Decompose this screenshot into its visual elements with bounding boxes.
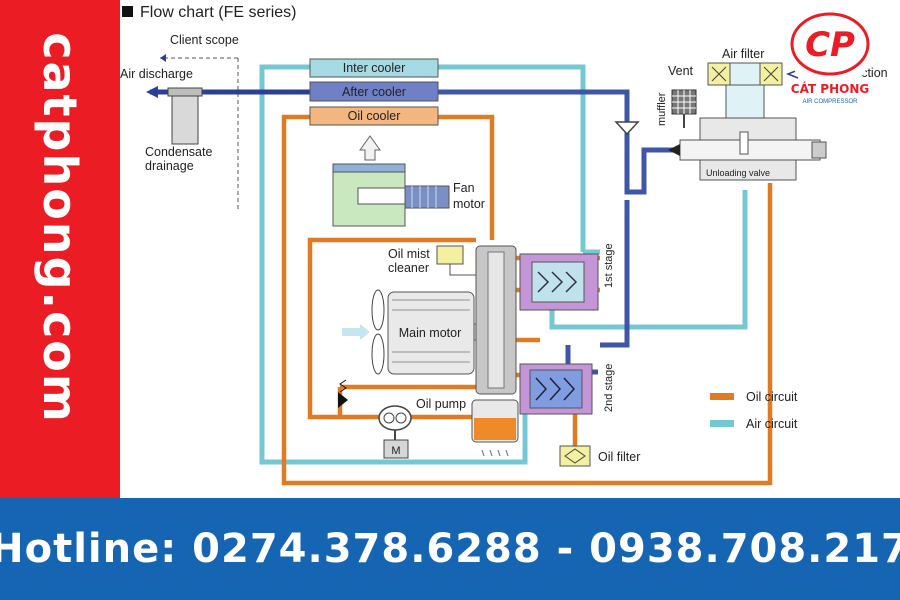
cooling-air-arrow-icon <box>360 324 370 340</box>
oil-pump-gear-left <box>383 412 395 424</box>
drainage-label: drainage <box>145 159 194 173</box>
flow-chart-diagram: Flow chart (FE series) Client scope <box>120 4 888 486</box>
oil-mist-cleaner-pipe <box>449 264 476 276</box>
oil-pump-motor <box>383 439 409 459</box>
air-filter-body <box>725 84 765 119</box>
logo-initials: CP <box>805 25 855 65</box>
svg-text:2nd stage: 2nd stage <box>603 364 615 412</box>
client-scope-arrow-icon <box>160 54 166 62</box>
stage2-rotor-icon <box>535 377 576 401</box>
condensate-drainage-cap <box>167 87 203 97</box>
muffler-label: muffler <box>656 92 668 126</box>
diagram-title: Flow chart (FE series) <box>140 4 296 21</box>
fan-motor-body <box>404 185 450 209</box>
suction-arrow-icon <box>785 69 799 79</box>
oil-cooler-box <box>309 106 439 126</box>
stage1-label: 1st stage <box>603 243 615 288</box>
air-filter-left-icon <box>711 66 727 82</box>
oil-pump-motor-label: M <box>391 445 400 457</box>
logo-ring-icon <box>790 12 870 76</box>
after-cooler-box <box>309 81 439 102</box>
main-motor-label: Main motor <box>399 326 462 340</box>
relief-valve-spring <box>339 379 347 393</box>
airflow-up-arrow-icon <box>359 135 381 161</box>
title-bullet-icon <box>122 6 133 17</box>
motor-label: motor <box>453 197 485 211</box>
main-motor-fins <box>392 299 470 363</box>
stage2-label: 2nd stage <box>603 364 615 412</box>
unloading-valve-piston <box>679 139 821 161</box>
oil-filter-icon <box>564 448 586 464</box>
brand-sidebar: catphong.com <box>0 0 120 498</box>
hotline-text[interactable]: Hotline: 0274.378.6288 - 0938.708.217 <box>0 526 900 572</box>
legend-air-label: Air circuit <box>746 417 798 431</box>
legend-oil-swatch <box>710 393 734 400</box>
fan-shaft <box>357 187 409 205</box>
sump-base <box>481 449 509 457</box>
condensate-label: Condensate <box>145 145 212 159</box>
air-filter-label: Air filter <box>722 47 764 61</box>
fan-motor-fins <box>411 186 437 208</box>
air-discharge-arrow-icon <box>146 86 158 98</box>
fan-housing-top <box>332 163 406 173</box>
oil-filter-label: Oil filter <box>598 450 640 464</box>
svg-text:1st stage: 1st stage <box>603 243 615 288</box>
inter-cooler-box <box>309 58 439 78</box>
unloading-valve-label: Unloading valve <box>706 168 770 178</box>
vent-label: Vent <box>668 64 694 78</box>
discharge-lines <box>438 89 680 375</box>
brand-logo[interactable]: CP CÁT PHONG AIR COMPRESSOR <box>790 12 870 105</box>
unloading-valve-arrow-icon <box>668 144 680 156</box>
stage1-rotor-icon <box>537 271 578 293</box>
hotline-footer: Hotline: 0274.378.6288 - 0938.708.217 <box>0 498 900 600</box>
svg-text:muffler: muffler <box>656 92 668 126</box>
condensate-drainage-tank <box>171 91 199 145</box>
legend-air-swatch <box>710 420 734 427</box>
main-motor-fan-icon <box>371 289 385 375</box>
check-valve-icon <box>614 121 640 136</box>
after-cooler-label: After cooler <box>342 85 406 99</box>
logo-tagline: AIR COMPRESSOR <box>802 99 858 105</box>
oil-cooler-label: Oil cooler <box>348 109 401 123</box>
logo-backdrop <box>790 12 870 92</box>
oil-sump-level <box>474 418 516 440</box>
legend-oil-label: Oil circuit <box>746 390 798 404</box>
gearbox-gear <box>487 251 505 389</box>
oil-pump-gear-right <box>395 412 407 424</box>
inter-cooler-label: Inter cooler <box>343 61 406 75</box>
fan-label: Fan <box>453 181 475 195</box>
unloading-valve-stem <box>739 131 749 155</box>
oil-pump-label: Oil pump <box>416 397 466 411</box>
oil-filter-box <box>559 445 591 467</box>
air-discharge-label: Air discharge <box>120 67 193 81</box>
oil-mist-cleaner-box <box>436 245 464 265</box>
air-filter-center <box>729 62 761 86</box>
logo-name: CÁT PHONG <box>791 81 869 96</box>
unloading-valve-cap <box>811 141 827 159</box>
air-filter-right-icon <box>763 66 779 82</box>
relief-valve-icon <box>338 392 348 408</box>
muffler-pattern <box>672 90 696 114</box>
cleaner-label: cleaner <box>388 261 429 275</box>
client-scope-label: Client scope <box>170 33 239 47</box>
oil-mist-label: Oil mist <box>388 247 430 261</box>
